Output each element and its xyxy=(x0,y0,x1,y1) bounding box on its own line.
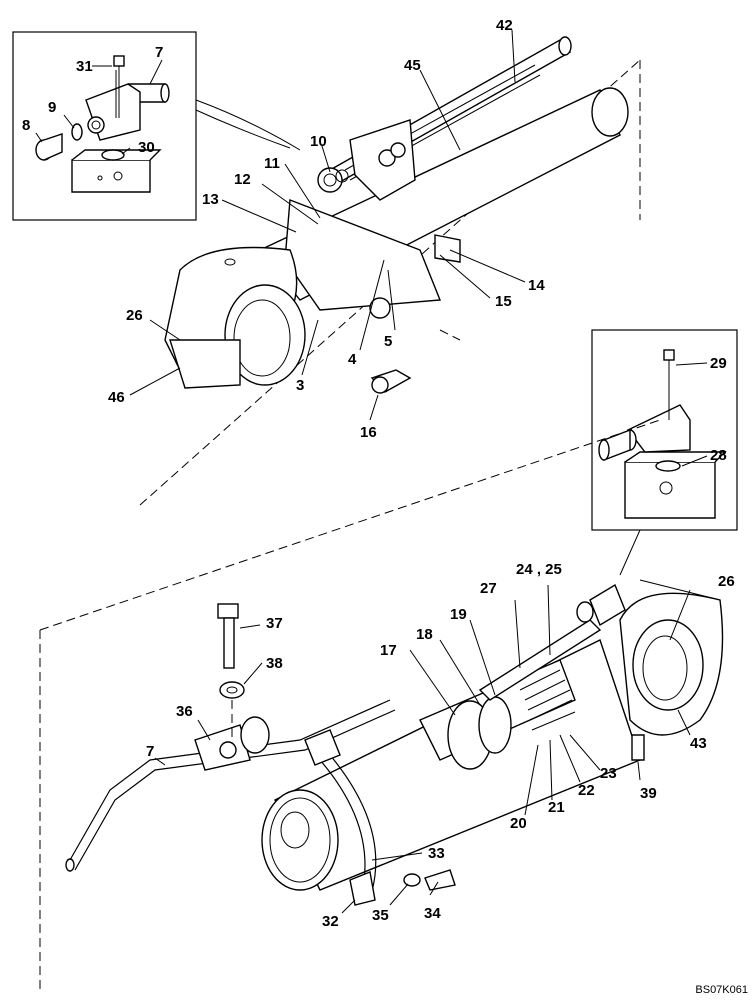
callout-c17: 17 xyxy=(380,642,397,659)
callout-c16: 16 xyxy=(360,424,377,441)
callout-c13: 13 xyxy=(202,191,219,208)
callout-c14: 14 xyxy=(528,277,545,294)
callout-c33: 33 xyxy=(428,845,445,862)
callout-c31: 31 xyxy=(76,58,93,75)
callout-c7a: 7 xyxy=(155,44,163,61)
callout-c20: 20 xyxy=(510,815,527,832)
callout-c19: 19 xyxy=(450,606,467,623)
callout-c8: 8 xyxy=(22,117,30,134)
callout-c30: 30 xyxy=(138,139,155,156)
callout-c11: 11 xyxy=(264,155,280,172)
callout-c4: 4 xyxy=(348,351,357,368)
callout-c15: 15 xyxy=(495,293,512,310)
callout-c10: 10 xyxy=(310,133,327,150)
callout-c18: 18 xyxy=(416,626,433,643)
lower-cylinder-assembly xyxy=(39,419,724,990)
callout-c32: 32 xyxy=(322,913,339,930)
callout-c29: 29 xyxy=(710,355,727,372)
callout-c26a: 26 xyxy=(126,307,143,324)
callout-c7b: 7 xyxy=(146,743,154,760)
callout-c21: 21 xyxy=(548,799,565,816)
callout-c42: 42 xyxy=(496,17,513,34)
inset-fitting xyxy=(626,404,691,453)
callout-c43: 43 xyxy=(690,735,707,752)
callout-c12: 12 xyxy=(234,171,251,188)
callout-c2425: 24 , 25 xyxy=(516,561,562,578)
callout-c9: 9 xyxy=(48,99,56,116)
pipe-7-lower xyxy=(69,699,391,861)
callout-c22: 22 xyxy=(578,782,595,799)
callout-c36: 36 xyxy=(176,703,193,720)
grease-fitting-39 xyxy=(631,734,645,761)
callout-c34: 34 xyxy=(424,905,441,922)
callout-c27: 27 xyxy=(480,580,497,597)
callout-c26b: 26 xyxy=(718,573,735,590)
mounting-block xyxy=(71,159,151,193)
callout-c3: 3 xyxy=(296,377,304,394)
drawing-code: BS07K061 xyxy=(695,984,748,996)
callout-c5: 5 xyxy=(384,333,392,350)
detail-inset-top-left xyxy=(12,31,301,221)
callout-c35: 35 xyxy=(372,907,389,924)
bracket-32 xyxy=(349,871,376,906)
detail-inset-right xyxy=(591,329,738,576)
callout-c23: 23 xyxy=(600,765,617,782)
callout-c38: 38 xyxy=(266,655,283,672)
callout-c45: 45 xyxy=(404,57,421,74)
callout-c28: 28 xyxy=(710,447,727,464)
callout-c37: 37 xyxy=(266,615,283,632)
callout-c39: 39 xyxy=(640,785,657,802)
rod-27 xyxy=(478,619,602,701)
upper-cylinder-assembly xyxy=(129,29,641,506)
callout-c46: 46 xyxy=(108,389,125,406)
